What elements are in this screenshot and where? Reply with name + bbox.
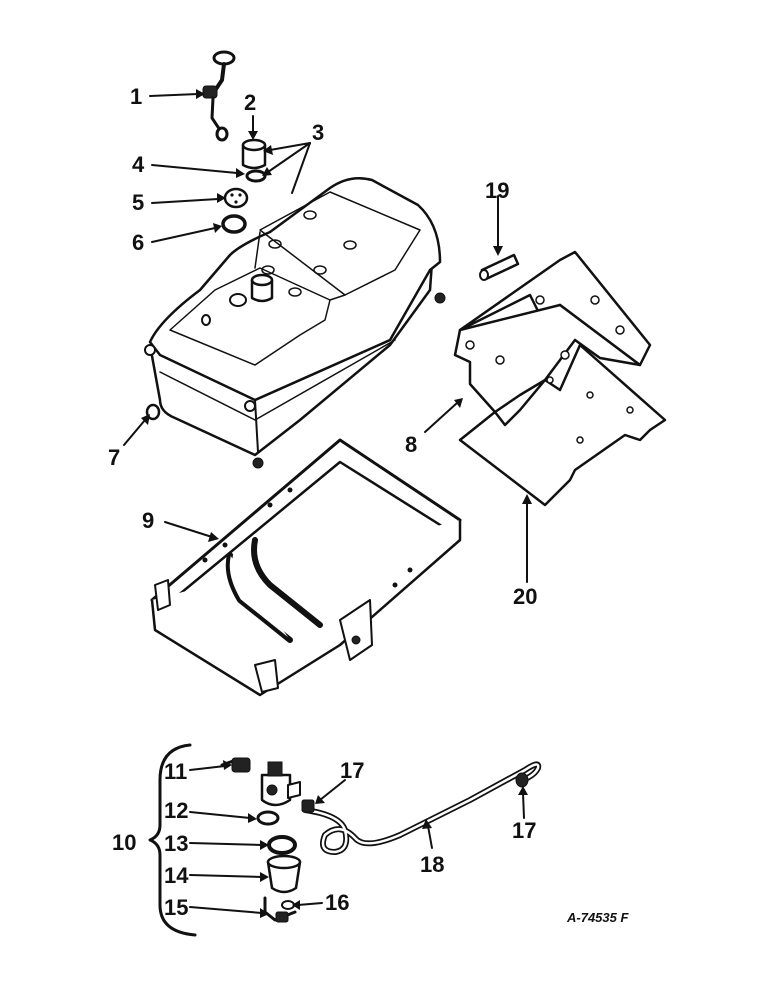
neck-gasket-part: [223, 216, 245, 232]
tank-support-frame-part: [152, 440, 460, 695]
line-fitting-part: [516, 773, 528, 787]
callout-4: 4: [132, 152, 145, 177]
sediment-bowl-part: [268, 856, 300, 892]
callout-13: 13: [164, 831, 188, 856]
callout-14: 14: [164, 863, 189, 888]
callout-6: 6: [132, 230, 144, 255]
filler-cap-part: [243, 140, 265, 168]
callout-7: 7: [108, 445, 120, 470]
callout-11: 11: [164, 759, 187, 784]
callout-19: 19: [485, 178, 509, 203]
callout-12: 12: [164, 798, 188, 823]
washer-part: [258, 812, 278, 824]
fuel-tank-part: [145, 178, 445, 468]
line-fitting-part: [302, 800, 314, 812]
callout-20: 20: [513, 584, 537, 609]
callout-5: 5: [132, 190, 144, 215]
callout-17b: 17: [512, 818, 536, 843]
callout-3: 3: [312, 120, 324, 145]
callout-15: 15: [164, 895, 188, 920]
callout-18: 18: [420, 852, 444, 877]
callout-9: 9: [142, 508, 154, 533]
callout-2: 2: [244, 90, 256, 115]
callout-8: 8: [405, 432, 417, 457]
sending-unit-part: [203, 52, 234, 140]
strainer-part: [225, 189, 247, 207]
callout-17a: 17: [340, 758, 364, 783]
callout-10: 10: [112, 830, 136, 855]
callout-16: 16: [325, 890, 349, 915]
hose-part: [480, 255, 518, 280]
o-ring-part: [269, 837, 295, 853]
gasket-part: [247, 171, 265, 181]
callout-1: 1: [130, 84, 142, 109]
valve-body-part: [262, 762, 300, 805]
drawing-reference-code: A-74535 F: [566, 910, 629, 925]
